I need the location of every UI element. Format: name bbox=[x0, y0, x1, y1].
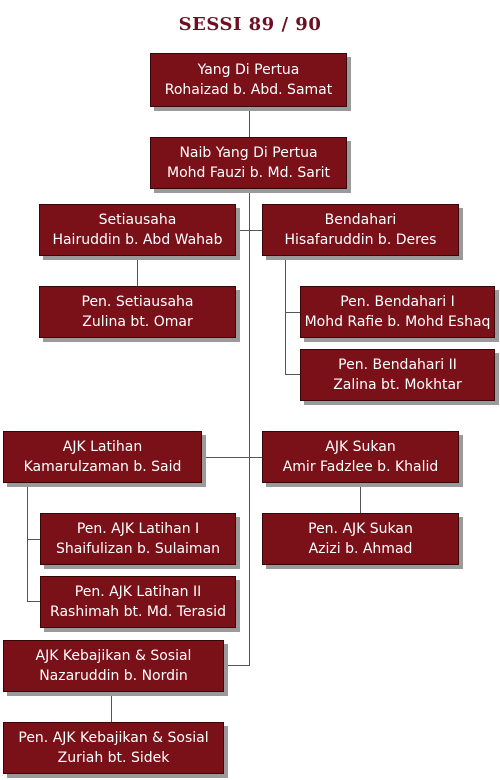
node-ajk-sukan: AJK Sukan Amir Fadzlee b. Khalid bbox=[262, 431, 459, 483]
node-pen-bendahari-1: Pen. Bendahari I Mohd Rafie b. Mohd Esha… bbox=[300, 286, 495, 338]
node-role: Pen. AJK Kebajikan & Sosial bbox=[18, 730, 209, 746]
node-role: Pen. Bendahari II bbox=[338, 357, 457, 373]
node-role: Pen. AJK Latihan II bbox=[74, 584, 202, 600]
connector-line bbox=[285, 374, 300, 375]
node-name: Amir Fadzlee b. Khalid bbox=[282, 459, 439, 475]
node-name: Rohaizad b. Abd. Samat bbox=[164, 82, 333, 98]
node-bendahari: Bendahari Hisafaruddin b. Deres bbox=[262, 204, 459, 256]
node-name: Shaifulizan b. Sulaiman bbox=[55, 541, 221, 557]
node-pen-ajk-latihan-2: Pen. AJK Latihan II Rashimah bt. Md. Ter… bbox=[40, 576, 236, 628]
node-name: Zalina bt. Mokhtar bbox=[333, 377, 462, 393]
connector-line bbox=[285, 256, 286, 374]
node-role: AJK Sukan bbox=[325, 439, 396, 455]
node-role: Pen. AJK Sukan bbox=[308, 521, 413, 537]
node-setiausaha: Setiausaha Hairuddin b. Abd Wahab bbox=[39, 204, 236, 256]
node-pen-ajk-latihan-1: Pen. AJK Latihan I Shaifulizan b. Sulaim… bbox=[40, 513, 236, 565]
node-pen-ajk-kebajikan-sosial: Pen. AJK Kebajikan & Sosial Zuriah bt. S… bbox=[3, 722, 224, 774]
connector-line bbox=[111, 692, 112, 722]
node-pen-bendahari-2: Pen. Bendahari II Zalina bt. Mokhtar bbox=[300, 349, 495, 401]
connector-line bbox=[236, 230, 262, 231]
node-name: Hisafaruddin b. Deres bbox=[284, 232, 437, 248]
node-role: AJK Latihan bbox=[62, 439, 143, 455]
node-name: Zuriah bt. Sidek bbox=[57, 750, 170, 766]
node-role: Pen. AJK Latihan I bbox=[76, 521, 200, 537]
connector-line bbox=[202, 457, 262, 458]
node-role: Bendahari bbox=[324, 212, 397, 228]
connector-line bbox=[27, 601, 40, 602]
chart-title: SESSI 89 / 90 bbox=[178, 14, 322, 35]
node-ajk-latihan: AJK Latihan Kamarulzaman b. Said bbox=[3, 431, 202, 483]
node-name: Nazaruddin b. Nordin bbox=[39, 668, 188, 684]
node-name: Zulina bt. Omar bbox=[82, 314, 193, 330]
node-naib-yang-di-pertua: Naib Yang Di Pertua Mohd Fauzi b. Md. Sa… bbox=[150, 137, 347, 189]
node-name: Hairuddin b. Abd Wahab bbox=[52, 232, 223, 248]
node-role: AJK Kebajikan & Sosial bbox=[35, 648, 192, 664]
node-role: Yang Di Pertua bbox=[197, 62, 300, 78]
node-role: Naib Yang Di Pertua bbox=[179, 145, 318, 161]
node-role: Setiausaha bbox=[98, 212, 177, 228]
connector-line bbox=[224, 665, 250, 666]
node-yang-di-pertua: Yang Di Pertua Rohaizad b. Abd. Samat bbox=[150, 53, 347, 107]
node-name: Azizi b. Ahmad bbox=[308, 541, 413, 557]
node-name: Kamarulzaman b. Said bbox=[23, 459, 182, 475]
connector-line bbox=[360, 483, 361, 513]
connector-line bbox=[137, 256, 138, 286]
node-name: Mohd Fauzi b. Md. Sarit bbox=[166, 165, 331, 181]
node-pen-setiausaha: Pen. Setiausaha Zulina bt. Omar bbox=[39, 286, 236, 338]
node-name: Rashimah bt. Md. Terasid bbox=[50, 604, 226, 620]
node-ajk-kebajikan-sosial: AJK Kebajikan & Sosial Nazaruddin b. Nor… bbox=[3, 640, 224, 692]
connector-line bbox=[249, 107, 250, 137]
connector-line bbox=[27, 539, 40, 540]
node-pen-ajk-sukan: Pen. AJK Sukan Azizi b. Ahmad bbox=[262, 513, 459, 565]
connector-line bbox=[27, 483, 28, 601]
node-role: Pen. Bendahari I bbox=[340, 294, 455, 310]
node-role: Pen. Setiausaha bbox=[81, 294, 194, 310]
connector-line bbox=[285, 312, 300, 313]
connector-line bbox=[249, 189, 250, 666]
node-name: Mohd Rafie b. Mohd Eshaq bbox=[304, 314, 491, 330]
